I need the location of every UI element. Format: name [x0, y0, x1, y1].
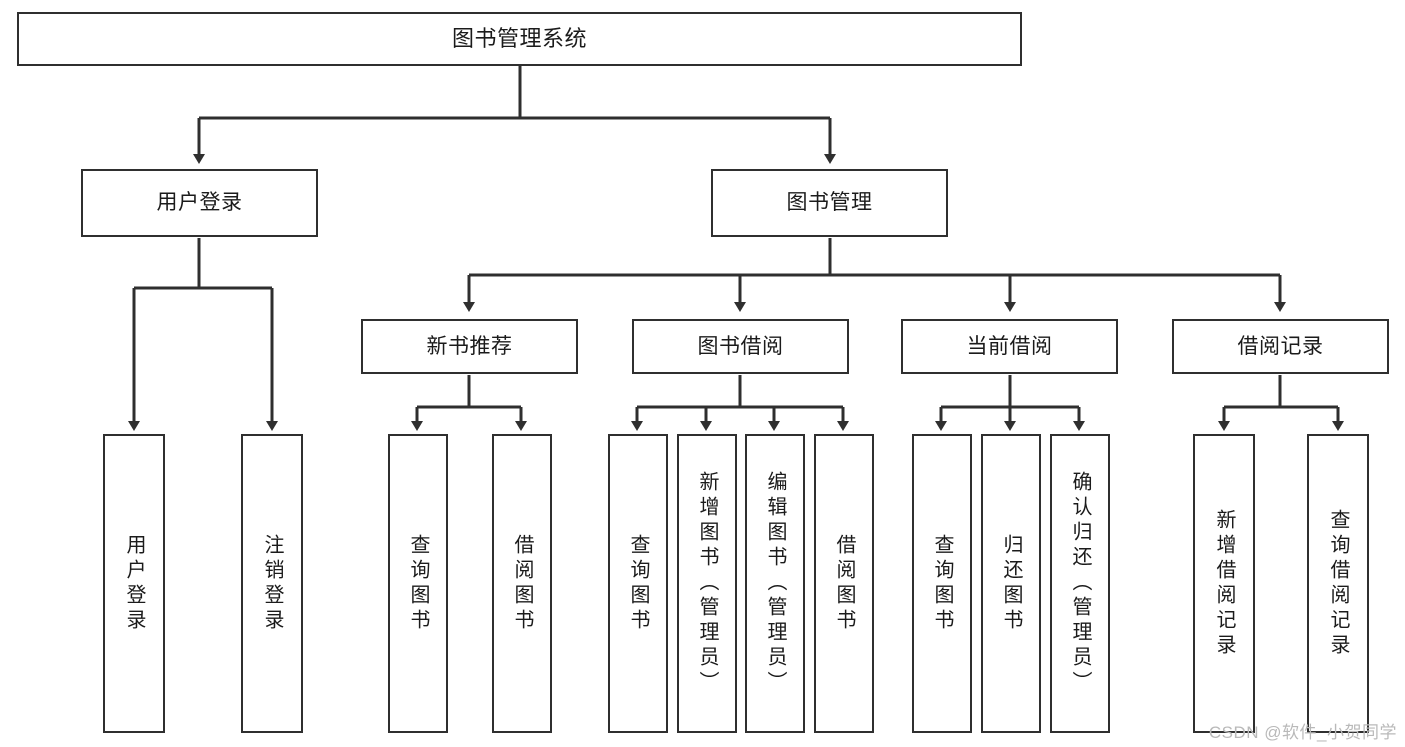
leaf-borrow-edit-book[interactable]: 编辑图书（管理员）: [745, 434, 805, 733]
leaf-label: 用户登录: [123, 533, 145, 634]
leaf-current-query[interactable]: 查询图书: [912, 434, 972, 733]
leaf-new-book-borrow[interactable]: 借阅图书: [492, 434, 552, 733]
node-root-label: 图书管理系统: [451, 25, 587, 51]
node-book-borrow-label: 图书借阅: [697, 334, 784, 358]
leaf-new-book-query[interactable]: 查询图书: [388, 434, 448, 733]
leaf-label: 查询图书: [931, 533, 953, 634]
node-borrow-record-label: 借阅记录: [1237, 334, 1324, 358]
leaf-record-add[interactable]: 新增借阅记录: [1193, 434, 1255, 733]
node-user-login-label: 用户登录: [156, 191, 243, 215]
node-book-borrow[interactable]: 图书借阅: [632, 319, 849, 374]
node-root[interactable]: 图书管理系统: [17, 12, 1022, 66]
leaf-label: 新增图书（管理员）: [696, 471, 718, 696]
node-new-book-recommend[interactable]: 新书推荐: [361, 319, 578, 374]
node-current-borrow[interactable]: 当前借阅: [901, 319, 1118, 374]
leaf-borrow-query[interactable]: 查询图书: [608, 434, 668, 733]
leaf-label: 归还图书: [1000, 533, 1022, 634]
leaf-current-confirm-return[interactable]: 确认归还（管理员）: [1050, 434, 1110, 733]
node-book-manage[interactable]: 图书管理: [711, 169, 948, 237]
leaf-label: 借阅图书: [833, 533, 855, 634]
node-current-borrow-label: 当前借阅: [966, 334, 1053, 358]
leaf-label: 编辑图书（管理员）: [764, 471, 786, 696]
leaf-user-login-logout[interactable]: 注销登录: [241, 434, 303, 733]
node-book-manage-label: 图书管理: [786, 191, 873, 215]
leaf-label: 查询借阅记录: [1327, 508, 1349, 659]
leaf-borrow-add-book[interactable]: 新增图书（管理员）: [677, 434, 737, 733]
leaf-borrow-borrow-book[interactable]: 借阅图书: [814, 434, 874, 733]
leaf-label: 查询图书: [627, 533, 649, 634]
leaf-current-return[interactable]: 归还图书: [981, 434, 1041, 733]
node-borrow-record[interactable]: 借阅记录: [1172, 319, 1389, 374]
leaf-label: 确认归还（管理员）: [1069, 471, 1091, 696]
leaf-label: 借阅图书: [511, 533, 533, 634]
leaf-record-query[interactable]: 查询借阅记录: [1307, 434, 1369, 733]
node-new-book-recommend-label: 新书推荐: [426, 334, 513, 358]
leaf-label: 查询图书: [407, 533, 429, 634]
watermark: CSDN @软件_小贺同学: [1208, 723, 1397, 742]
leaf-label: 注销登录: [261, 533, 283, 634]
node-user-login[interactable]: 用户登录: [81, 169, 318, 237]
leaf-user-login-login[interactable]: 用户登录: [103, 434, 165, 733]
leaf-label: 新增借阅记录: [1213, 508, 1235, 659]
